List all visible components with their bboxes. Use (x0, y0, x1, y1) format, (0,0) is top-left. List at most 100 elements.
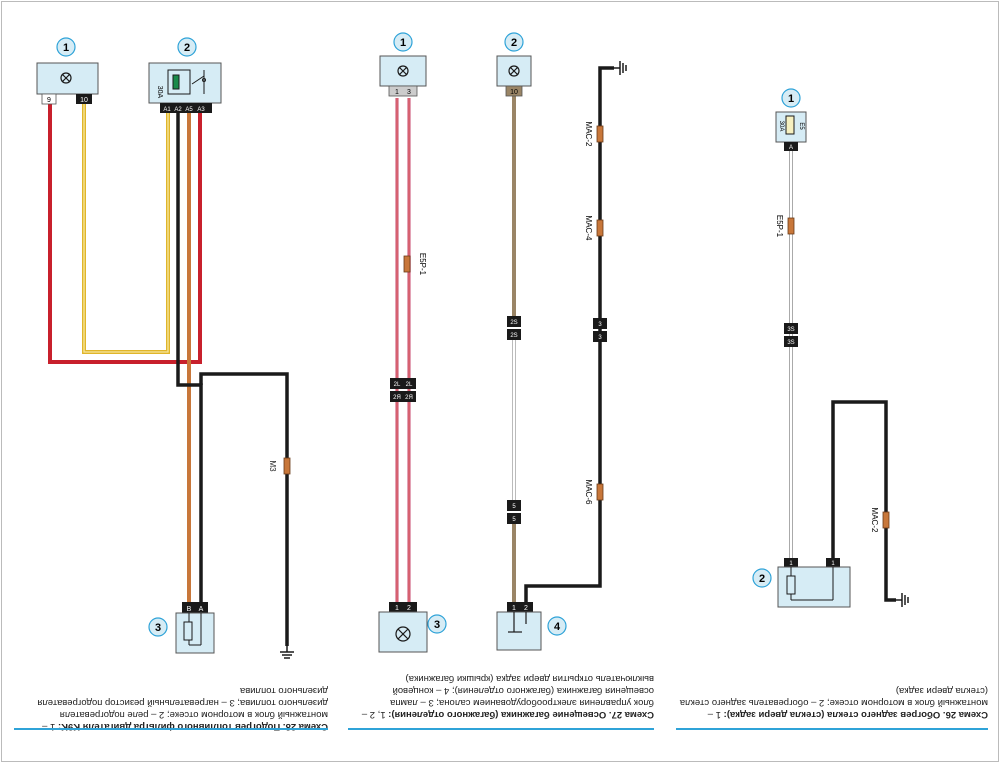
component-number: 2 (184, 42, 190, 54)
scheme-26: E5P-1 3S 3S MAC-2 1 30A E5 A 2 1 1 (752, 88, 909, 608)
component-number-badge (752, 568, 772, 588)
caption-title: Схема 27. Освещение багажника (багажного… (388, 709, 654, 720)
relay-icon (167, 69, 206, 95)
pin-box (784, 558, 798, 567)
component-block-27-4 (496, 611, 542, 651)
component-number: 3 (155, 622, 161, 634)
component-number-badge (427, 614, 447, 634)
connector-label: 2Я (393, 395, 401, 401)
connector (784, 323, 798, 334)
connector (593, 318, 607, 329)
wire-black-28b (199, 372, 289, 646)
splice-label: MAC-4 (584, 216, 593, 241)
component-number: 1 (788, 93, 794, 105)
connector (507, 500, 521, 511)
splice (596, 219, 604, 237)
connector (784, 336, 798, 347)
component-number: 3 (434, 619, 440, 631)
pin-label: E5 (798, 122, 804, 130)
splice (882, 511, 890, 529)
ground-icon (895, 592, 909, 608)
pin-box (41, 93, 57, 105)
wire-yellow-28-inner (83, 104, 169, 353)
pin-label: 2 (407, 605, 411, 612)
pin-label: 1 (395, 89, 399, 96)
pin-label: B (187, 606, 192, 613)
pin-strip (160, 103, 212, 113)
pin-strip (389, 602, 417, 612)
pin-label: 9 (47, 97, 51, 104)
pin-box (505, 85, 523, 97)
splice (787, 217, 795, 235)
splice-label: MAC-6 (584, 480, 593, 505)
connector-label: 2L (394, 382, 401, 388)
splice-label: MAC-2 (870, 508, 879, 533)
splice-label: E5P-1 (775, 215, 784, 238)
splice-label: MAC-2 (584, 122, 593, 147)
connector-label: 3 (598, 335, 602, 341)
scheme-28: M3 1 9 10 2 30A A1 A2 A5 A3 3 B (36, 37, 295, 659)
pin-box (76, 94, 92, 104)
pin-label: A3 (197, 107, 205, 113)
pin-label: 1 (512, 605, 516, 612)
component-number-badge (547, 616, 567, 636)
fuse-icon (397, 65, 409, 77)
pin-label: A5 (185, 107, 193, 113)
component-number-badge (781, 88, 801, 108)
component-number: 2 (511, 37, 517, 49)
component-number-badge (56, 37, 76, 57)
splice-28 (283, 457, 291, 475)
ground-icon (613, 60, 627, 76)
splice (596, 483, 604, 501)
fuse-icon (60, 72, 72, 84)
pin-label: 1 (395, 605, 399, 612)
connector-label: 2S (510, 333, 517, 339)
splice (596, 125, 604, 143)
pin-label: 1 (789, 561, 793, 567)
pin-box (784, 142, 798, 151)
pin-label: 10 (510, 89, 518, 96)
caption-rule (14, 728, 328, 730)
component-number-badge (504, 32, 524, 52)
pin-strip (388, 85, 418, 97)
wire-black-26 (831, 400, 896, 602)
lamp-icon (395, 626, 411, 642)
pin-label: A1 (163, 107, 171, 113)
component-block-27-3 (378, 611, 428, 653)
connector (507, 329, 521, 340)
wire-red-28 (48, 104, 202, 364)
fuse-icon (508, 65, 520, 77)
component-block-28-1 (36, 62, 99, 95)
connector-label: 5 (512, 517, 516, 523)
connector-label: 2Я (405, 395, 413, 401)
pin-strip (507, 602, 533, 612)
component-number-badge (148, 617, 168, 637)
caption-title: Схема 26. Обогрев заднего стекла (стекла… (723, 709, 988, 720)
caption-rule (676, 728, 988, 730)
connector (507, 513, 521, 524)
pin-label: A (199, 606, 204, 613)
caption-scheme-27: Схема 27. Освещение багажника (багажного… (348, 672, 654, 720)
component-number: 1 (63, 42, 69, 54)
pin-label: A (789, 145, 793, 151)
component-number: 1 (400, 37, 406, 49)
connector-label: 3S (787, 327, 794, 333)
caption-scheme-26: Схема 26. Обогрев заднего стекла (стекла… (676, 684, 988, 720)
component-block-26-2 (777, 566, 851, 608)
component-block-28-3 (175, 612, 215, 654)
caption-scheme-28: Схема 28. Подогрев топливного фильтра дв… (14, 684, 328, 732)
connector-label: 3 (598, 322, 602, 328)
connector-label: 2L (406, 382, 413, 388)
connector-label: 3S (787, 340, 794, 346)
connector-label: 5 (512, 504, 516, 510)
scheme-27: E5P-1 2L 2L 2Я 2Я 1 1 3 3 1 2 2S (378, 32, 627, 653)
caption-rule (348, 728, 654, 730)
connector (390, 378, 416, 389)
pin-label: 3 (407, 89, 411, 96)
wire-yellow-28 (82, 104, 170, 354)
pin-label: A2 (174, 107, 182, 113)
component-number-badge (393, 32, 413, 52)
